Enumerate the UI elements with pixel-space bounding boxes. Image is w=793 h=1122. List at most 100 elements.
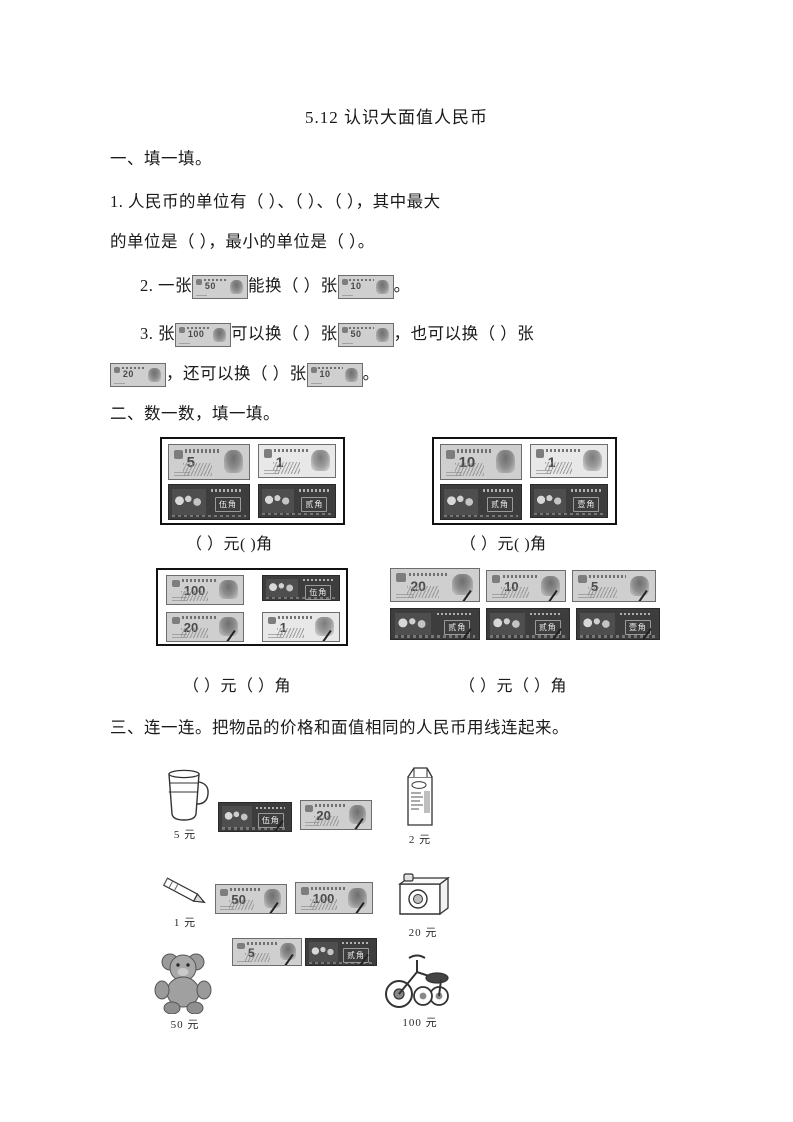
item-milk[interactable]: 2 元 xyxy=(385,765,455,847)
bank-name-text xyxy=(210,489,243,493)
bank-name-text xyxy=(186,326,212,330)
bank-name-text xyxy=(182,579,217,583)
microtext xyxy=(310,380,322,385)
serial-number xyxy=(267,634,283,639)
portrait-icon xyxy=(580,612,615,636)
banknote-20-yuan-inline: 20 xyxy=(110,363,166,388)
milk-carton-icon xyxy=(407,767,433,826)
serial-number xyxy=(491,593,508,598)
item-tricycle[interactable]: 100 元 xyxy=(375,948,465,1030)
portrait-icon xyxy=(629,575,650,596)
money-group-3: 100伍角201 xyxy=(156,568,348,646)
portrait-icon xyxy=(221,806,253,828)
bank-name-text xyxy=(342,942,371,945)
portrait-icon xyxy=(349,805,367,824)
denomination-label: 1 xyxy=(280,621,287,634)
item-price-milk: 2 元 xyxy=(408,834,432,846)
bank-name-text xyxy=(121,366,147,370)
banknote-伍角: 伍角 xyxy=(218,802,292,832)
portrait-icon xyxy=(264,889,282,908)
emblem-icon xyxy=(220,888,228,897)
banknote-贰角: 贰角 xyxy=(440,484,522,520)
portrait-icon xyxy=(583,450,602,472)
bank-name-text xyxy=(318,366,343,370)
bank-name-text xyxy=(457,449,493,453)
question-3-text-c: ，也可以换（ ）张 xyxy=(393,324,535,343)
group-3-answer-blank[interactable]: （ ）元（ ）角 xyxy=(183,678,292,695)
banknote-贰角: 贰角 xyxy=(486,608,570,640)
banknote-贰角: 贰角 xyxy=(390,608,480,640)
motif-pattern xyxy=(501,587,530,598)
portrait-icon xyxy=(308,942,339,962)
item-camera[interactable]: 20 元 xyxy=(385,870,461,940)
group-2-answer-blank[interactable]: （ ）元( )角 xyxy=(460,536,547,553)
serial-number xyxy=(300,905,316,910)
group-1-answer-blank[interactable]: （ ）元( )角 xyxy=(186,536,273,553)
serial-number xyxy=(237,958,251,963)
portrait-icon xyxy=(279,943,297,961)
money-group-4: 20105贰角贰角壹角 xyxy=(390,568,672,646)
portrait-icon xyxy=(348,887,367,908)
denomination-label: 贰角 xyxy=(534,619,561,635)
emblem-icon xyxy=(396,573,406,582)
denomination-label: 100 xyxy=(187,328,205,339)
question-2: 2. 一张 50 能换（ ）张 10 。 xyxy=(140,272,411,300)
emblem-icon xyxy=(341,279,348,286)
denomination-label: 贰角 xyxy=(444,619,471,635)
banknote-10-yuan: 10 xyxy=(486,570,566,602)
denomination-label: 20 xyxy=(122,368,134,379)
item-pencil[interactable]: 1 元 xyxy=(150,872,220,930)
serial-number xyxy=(577,593,595,598)
money-group-1: 51伍角贰角 xyxy=(160,437,345,525)
question-1-line-2: 的单位是（ ），最小的单位是（ ）。 xyxy=(110,232,375,251)
portrait-icon xyxy=(444,489,478,515)
portrait-icon xyxy=(219,580,238,599)
question-2-text-b: 能换（ ）张 xyxy=(248,276,338,295)
group-4-answer-blank[interactable]: （ ）元（ ）角 xyxy=(459,678,568,695)
portrait-icon xyxy=(534,488,566,514)
bank-name-text xyxy=(349,278,374,282)
item-bear[interactable]: 50 元 xyxy=(145,950,225,1032)
portrait-icon xyxy=(148,367,162,383)
banknote-10-yuan-inline: 10 xyxy=(337,275,394,300)
bank-name-text xyxy=(436,612,472,616)
portrait-icon xyxy=(311,450,330,472)
motif-pattern xyxy=(245,953,270,963)
banknote-100-yuan-inline: 100 xyxy=(175,323,231,348)
question-2-text-a: 2. 一张 xyxy=(140,276,192,295)
motif-pattern xyxy=(309,899,338,910)
denomination-label: 10 xyxy=(319,368,331,379)
item-price-tricycle: 100 元 xyxy=(402,1017,438,1029)
bank-name-text xyxy=(619,612,653,616)
emblem-icon xyxy=(171,616,180,625)
serial-number xyxy=(172,514,246,518)
item-cup[interactable]: 5 元 xyxy=(150,768,220,842)
bank-name-text xyxy=(302,579,333,582)
item-price-pencil: 1 元 xyxy=(173,917,197,929)
emblem-icon xyxy=(341,327,348,334)
banknote-1-yuan: 1 xyxy=(262,612,340,642)
emblem-icon xyxy=(237,942,245,950)
serial-number xyxy=(262,512,332,516)
bank-name-text xyxy=(570,489,601,492)
motif-pattern xyxy=(272,462,301,474)
emblem-icon xyxy=(305,804,313,813)
serial-number xyxy=(173,470,190,476)
bank-name-text xyxy=(502,574,538,578)
bank-name-text xyxy=(274,448,309,453)
bank-name-text xyxy=(203,278,229,282)
emblem-icon xyxy=(263,449,272,458)
motif-pattern xyxy=(544,462,573,474)
serial-number xyxy=(394,635,476,638)
question-1-line-1: 1. 人民币的单位有（ ）、（ ）、（ ），其中最大 xyxy=(110,192,441,211)
question-3-text-d: ，还可以换（ ）张 xyxy=(166,364,307,383)
portrait-icon xyxy=(213,327,227,343)
section-three-heading: 三、连一连。把物品的价格和面值相同的人民币用线连起来。 xyxy=(110,718,569,737)
banknote-100-yuan: 100 xyxy=(166,575,244,605)
serial-number xyxy=(490,635,566,638)
bank-name-text xyxy=(278,616,313,620)
portrait-icon xyxy=(344,367,358,383)
serial-number xyxy=(308,961,374,964)
bank-name-text xyxy=(311,886,346,890)
question-3-text-e: 。 xyxy=(362,364,380,383)
